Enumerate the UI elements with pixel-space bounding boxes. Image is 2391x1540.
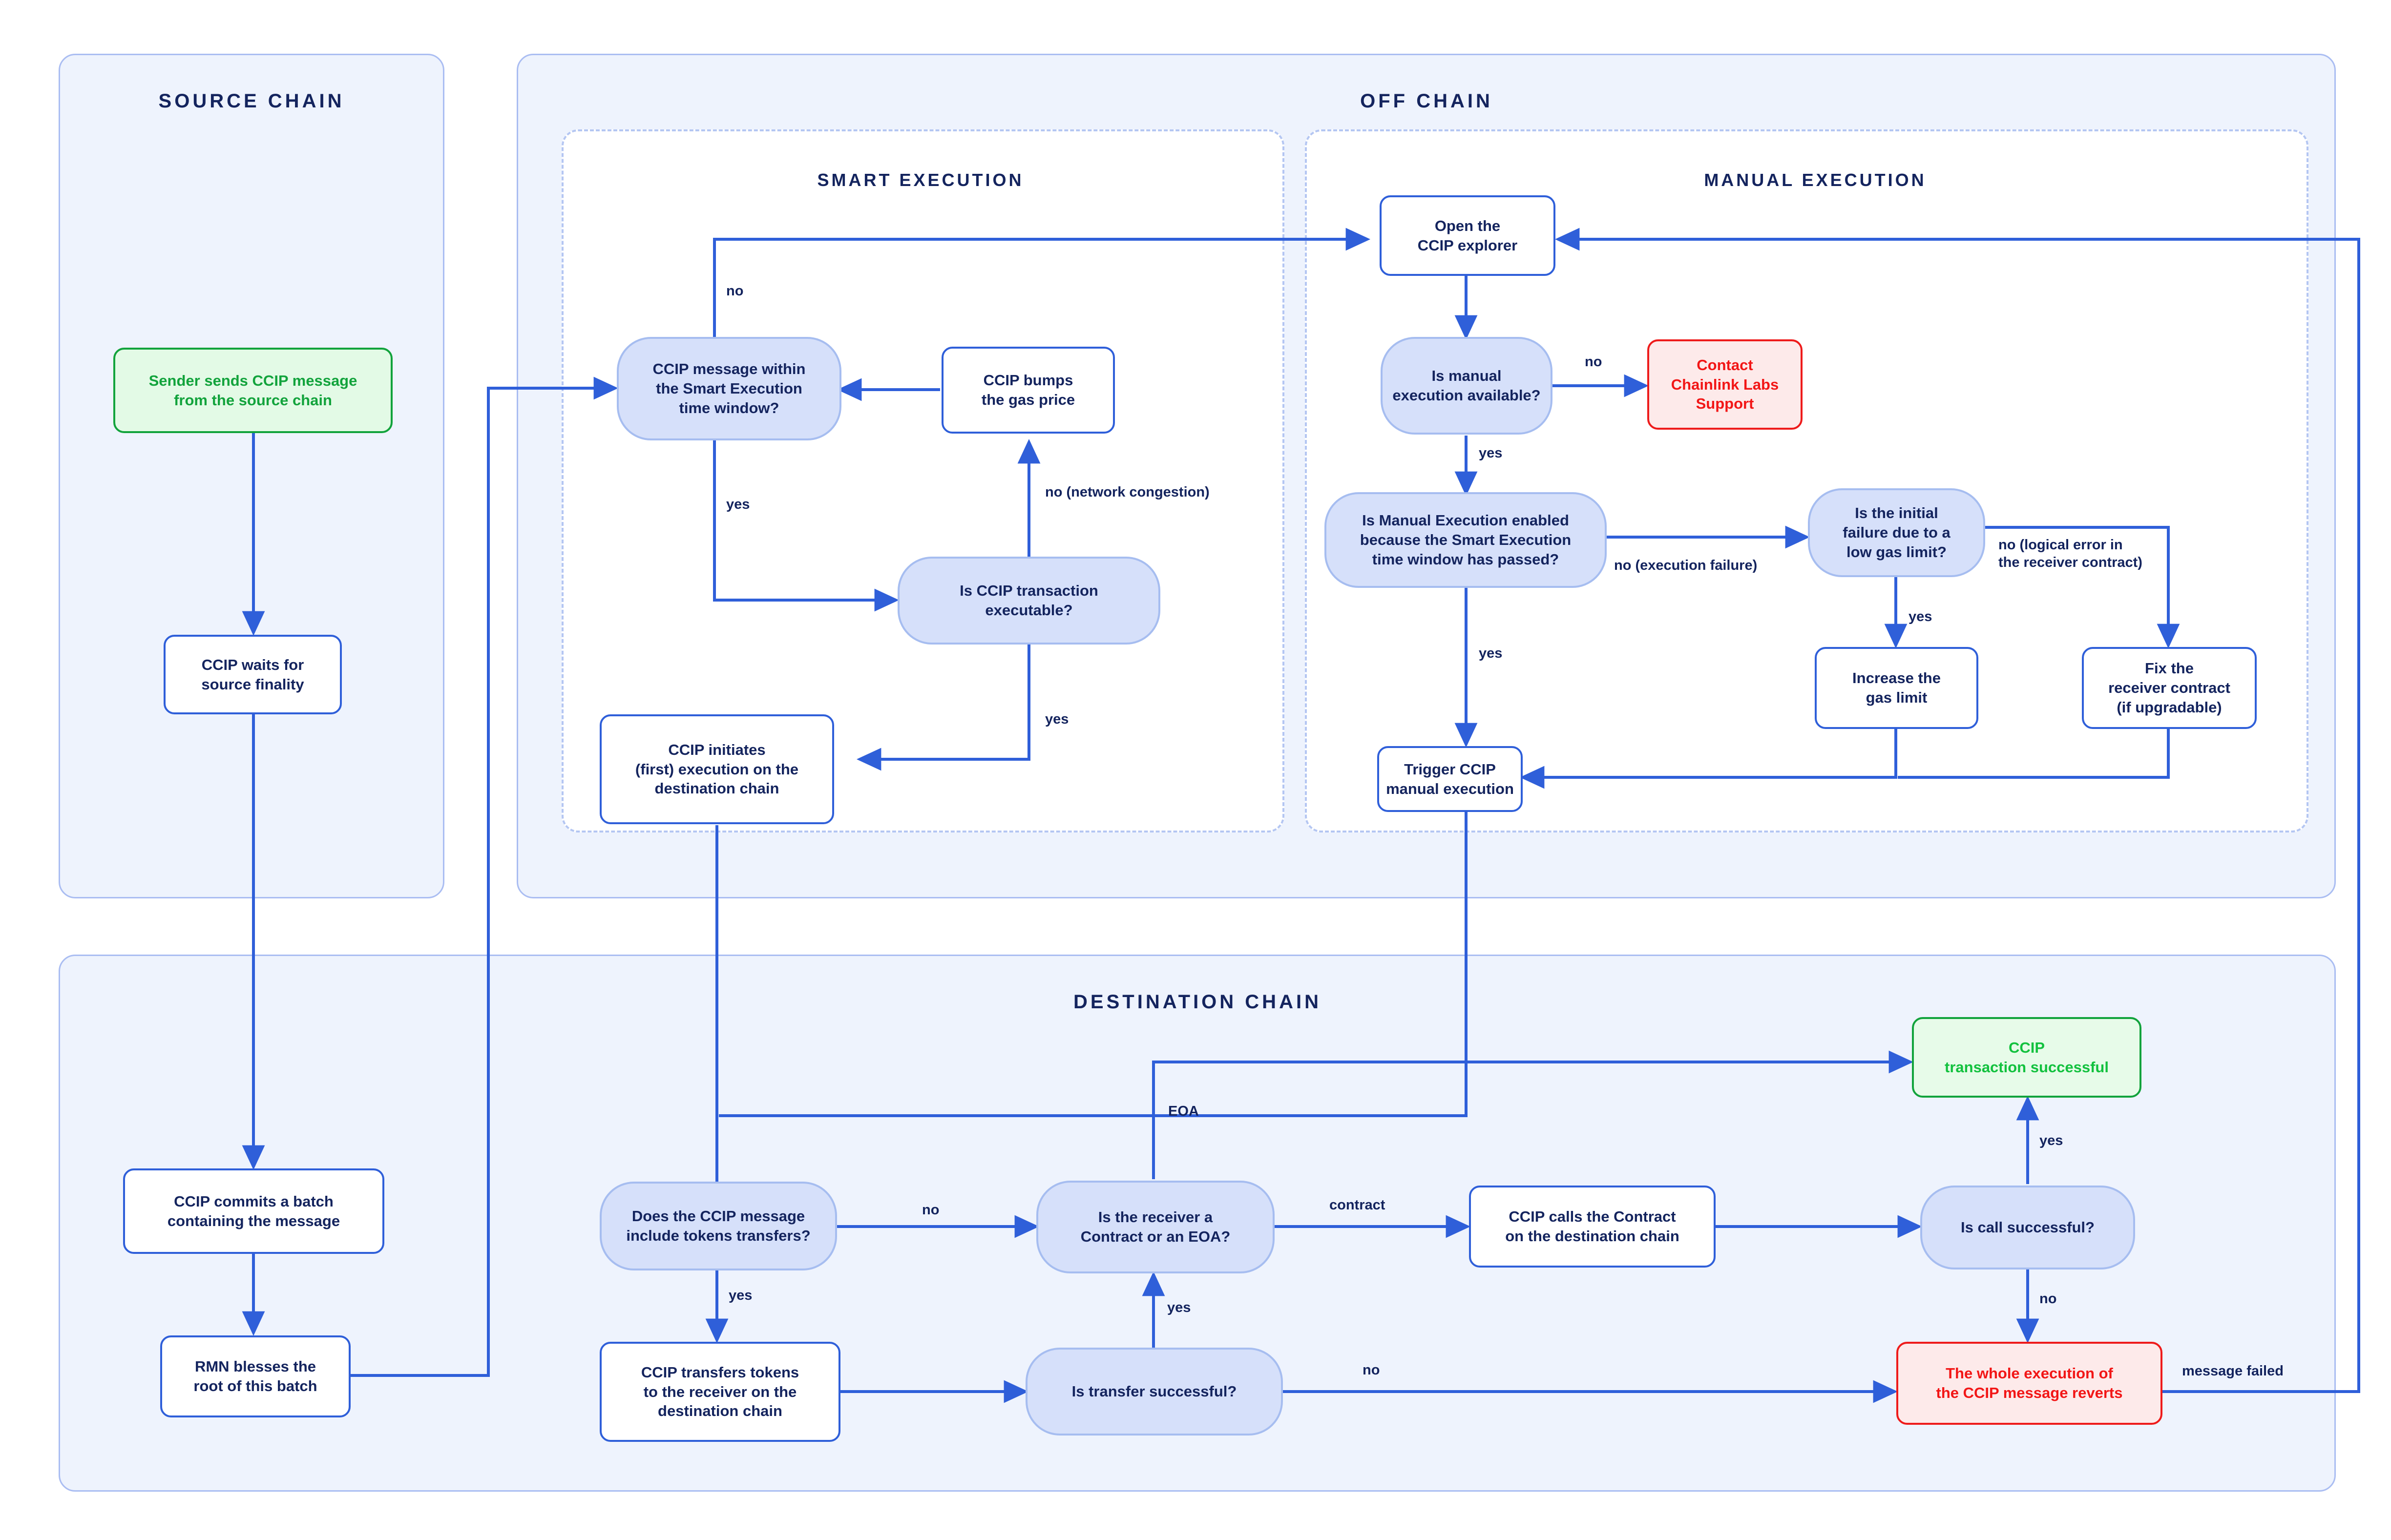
edge-label-call-yes: yes — [2039, 1133, 2063, 1148]
node-does-message-include-token-transfers[interactable]: Does the CCIP message include tokens tra… — [600, 1182, 837, 1270]
node-ccip-waits-for-source-finality[interactable]: CCIP waits for source finality — [164, 635, 342, 714]
node-open-ccip-explorer[interactable]: Open the CCIP explorer — [1380, 195, 1555, 276]
edge-label-manual-enabled-no: no (execution failure) — [1614, 558, 1758, 573]
edge-label-initial-failure-yes: yes — [1909, 609, 1932, 624]
node-trigger-ccip-manual-execution[interactable]: Trigger CCIP manual execution — [1377, 746, 1523, 812]
panel-source-chain — [59, 54, 444, 898]
node-ccip-transfers-tokens[interactable]: CCIP transfers tokens to the receiver on… — [600, 1342, 840, 1442]
node-ccip-bumps-gas-price[interactable]: CCIP bumps the gas price — [942, 347, 1115, 434]
edge-label-executable-yes: yes — [1045, 711, 1069, 727]
edge-label-window-yes: yes — [726, 497, 750, 512]
edge-label-window-no: no — [726, 283, 744, 299]
node-whole-execution-reverts[interactable]: The whole execution of the CCIP message … — [1896, 1342, 2162, 1425]
edge-label-tokens-yes: yes — [729, 1288, 753, 1303]
node-fix-receiver-contract[interactable]: Fix the receiver contract (if upgradable… — [2082, 647, 2257, 729]
edge-label-transfer-no: no — [1363, 1362, 1380, 1378]
edge-label-message-failed: message failed — [2182, 1363, 2284, 1379]
node-sender-sends-ccip-message[interactable]: Sender sends CCIP message from the sourc… — [113, 348, 393, 433]
node-is-manual-execution-enabled[interactable]: Is Manual Execution enabled because the … — [1324, 492, 1607, 588]
node-is-transfer-successful[interactable]: Is transfer successful? — [1026, 1348, 1283, 1436]
edge-label-manual-available-no: no — [1585, 354, 1602, 370]
edge-label-receiver-contract: contract — [1329, 1197, 1385, 1213]
edge-label-tokens-no: no — [922, 1202, 940, 1218]
node-ccip-transaction-successful[interactable]: CCIP transaction successful — [1912, 1017, 2141, 1098]
subpanel-title-smart-execution: SMART EXECUTION — [817, 170, 1024, 190]
node-ccip-calls-contract[interactable]: CCIP calls the Contract on the destinati… — [1469, 1186, 1716, 1268]
panel-title-destination-chain: DESTINATION CHAIN — [1073, 991, 1321, 1013]
node-is-receiver-contract-or-eoa[interactable]: Is the receiver a Contract or an EOA? — [1036, 1181, 1275, 1273]
edge-label-manual-enabled-yes: yes — [1479, 645, 1503, 661]
edge-label-transfer-yes: yes — [1167, 1300, 1191, 1315]
edge-label-receiver-eoa: EOA — [1168, 1103, 1199, 1119]
node-ccip-initiates-first-execution[interactable]: CCIP initiates (first) execution on the … — [600, 714, 834, 824]
node-ccip-message-within-smart-execution-window[interactable]: CCIP message within the Smart Execution … — [617, 337, 841, 440]
node-is-call-successful[interactable]: Is call successful? — [1920, 1186, 2135, 1269]
subpanel-title-manual-execution: MANUAL EXECUTION — [1704, 170, 1927, 190]
node-is-manual-execution-available[interactable]: Is manual execution available? — [1381, 337, 1552, 435]
panel-title-source-chain: SOURCE CHAIN — [158, 90, 345, 112]
node-increase-gas-limit[interactable]: Increase the gas limit — [1815, 647, 1978, 729]
edge-label-manual-available-yes: yes — [1479, 445, 1503, 461]
edge-label-call-no: no — [2039, 1291, 2057, 1307]
node-is-initial-failure-low-gas-limit[interactable]: Is the initial failure due to a low gas … — [1808, 488, 1985, 577]
node-rmn-blesses-root[interactable]: RMN blesses the root of this batch — [160, 1335, 351, 1417]
node-contact-chainlink-labs-support[interactable]: Contact Chainlink Labs Support — [1647, 339, 1803, 430]
node-ccip-commits-batch[interactable]: CCIP commits a batch containing the mess… — [123, 1168, 384, 1254]
edge-label-executable-no: no (network congestion) — [1045, 484, 1210, 500]
node-is-ccip-transaction-executable[interactable]: Is CCIP transaction executable? — [898, 557, 1160, 645]
edge-label-initial-failure-no: no (logical error in the receiver contra… — [1998, 537, 2142, 571]
panel-title-off-chain: OFF CHAIN — [1360, 90, 1493, 112]
